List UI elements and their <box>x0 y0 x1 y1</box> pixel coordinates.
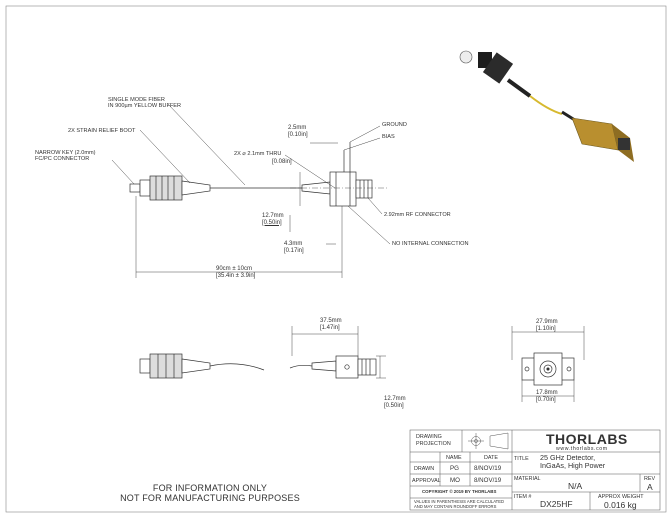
dim-17-8mm: 17.8mm [0.70in] <box>536 390 558 403</box>
dim-90cm: 90cm ± 10cm [35.4in ± 3.9in] <box>216 266 255 279</box>
callout-fiber-line2: IN 900µm YELLOW BUFFER <box>108 103 182 110</box>
dim-90cm-imperial: [35.4in ± 3.9in] <box>216 272 256 279</box>
dim-2-5mm-metric: 2.5mm <box>288 125 307 131</box>
title-block-grid <box>409 429 661 511</box>
dim-2-5mm-imperial: [0.10in] <box>288 131 308 138</box>
dim-90cm-metric: 90cm ± 10cm <box>216 266 252 272</box>
callout-rf-connector: 2.92mm RF CONNECTOR <box>384 212 451 218</box>
dim-12-7mm-top-metric: 12.7mm <box>262 213 284 219</box>
rounding-note-line1: VALUES IN PARENTHESIS ARE CALCULATED <box>414 499 505 504</box>
item-value: DX25HF <box>540 499 573 509</box>
dim-12-7mm-bottom: 12.7mm [0.50in] <box>384 396 406 409</box>
dim-4-3mm: 4.3mm [0.17in] <box>284 241 304 254</box>
disclaimer-line2: NOT FOR MANUFACTURING PURPOSES <box>120 493 300 503</box>
dim-12-7mm-top-imperial: [0.50in] <box>262 219 282 226</box>
dim-12-7mm-top: 12.7mm [0.50in] <box>262 213 284 226</box>
dim-27-9mm-imperial: [1.10in] <box>536 325 556 332</box>
weight-label: APPROX WEIGHT <box>598 494 644 500</box>
approval-label: APPROVAL <box>412 478 441 484</box>
product-render <box>459 50 634 162</box>
callout-thru-holes: 2X ⌀ 2.1mm THRU <box>234 151 282 157</box>
dim-4-3mm-imperial: [0.17in] <box>284 247 304 254</box>
material-value: N/A <box>568 481 583 491</box>
end-view <box>521 352 575 386</box>
approval-date: 8/NOV/19 <box>474 477 502 484</box>
dim-17-8mm-imperial: [0.70in] <box>536 396 556 403</box>
drawn-date: 8/NOV/19 <box>474 465 502 472</box>
callout-narrow-key-line2: FC/PC CONNECTOR <box>35 156 90 163</box>
dim-17-8mm-metric: 17.8mm <box>536 390 558 396</box>
dim-27-9mm-metric: 27.9mm <box>536 319 558 325</box>
approval-name: MO <box>450 477 460 484</box>
rounding-note: VALUES IN PARENTHESIS ARE CALCULATED AND… <box>414 499 504 509</box>
rev-label: REV <box>644 476 656 482</box>
drawing-projection-label: DRAWING PROJECTION <box>416 434 451 448</box>
bottom-view-assembly <box>139 353 377 379</box>
dim-37-5mm-metric: 37.5mm <box>320 318 342 324</box>
header-name: NAME <box>446 455 462 461</box>
drawing-title: 25 GHz Detector, InGaAs, High Power <box>540 454 605 470</box>
drawn-name: PG <box>450 465 459 472</box>
dim-12-7mm-bottom-metric: 12.7mm <box>384 396 406 402</box>
dim-0-08in: [0.08in] <box>272 159 292 165</box>
dim-12-7mm-bottom-imperial: [0.50in] <box>384 402 404 409</box>
callout-fiber-line1: SINGLE MODE FIBER <box>108 97 165 103</box>
rounding-note-line2: AND MAY CONTAIN ROUNDOFF ERRORS <box>414 504 497 509</box>
drawing-projection-line1: DRAWING <box>416 434 442 440</box>
header-date: DATE <box>484 455 498 461</box>
callout-narrow-key: NARROW KEY (2.0mm) FC/PC CONNECTOR <box>35 150 96 163</box>
disclaimer-line1: FOR INFORMATION ONLY <box>152 483 268 493</box>
dim-2-5mm: 2.5mm [0.10in] <box>288 125 308 138</box>
disclaimer: FOR INFORMATION ONLY NOT FOR MANUFACTURI… <box>90 483 330 503</box>
callout-narrow-key-line1: NARROW KEY (2.0mm) <box>35 150 96 156</box>
drawing-title-line1: 25 GHz Detector, <box>540 453 596 462</box>
copyright: COPYRIGHT © 2019 BY THORLABS <box>422 489 497 494</box>
leader-lines <box>111 103 391 278</box>
callout-ground: GROUND <box>382 122 407 128</box>
weight-value: 0.016 kg <box>604 500 637 510</box>
drawing-title-line2: InGaAs, High Power <box>540 461 606 470</box>
drawing-projection-line2: PROJECTION <box>416 441 451 447</box>
item-label: ITEM # <box>514 494 532 500</box>
callout-bias: BIAS <box>382 134 395 140</box>
callout-no-internal: NO INTERNAL CONNECTION <box>392 241 469 247</box>
website: www.thorlabs.com <box>556 446 608 452</box>
dim-37-5mm: 37.5mm [1.47in] <box>320 318 342 331</box>
drawn-label: DRAWN <box>414 466 435 472</box>
dim-37-5mm-imperial: [1.47in] <box>320 324 340 331</box>
dim-4-3mm-metric: 4.3mm <box>284 241 303 247</box>
title-label: TITLE <box>514 456 529 462</box>
thorlabs-logo: THORLABS <box>546 431 628 447</box>
material-label: MATERIAL <box>514 476 541 482</box>
side-view-assembly <box>129 142 388 207</box>
dim-27-9mm: 27.9mm [1.10in] <box>536 319 558 332</box>
callout-strain-relief: 2X STRAIN RELIEF BOOT <box>68 128 136 134</box>
rev-value: A <box>647 482 653 492</box>
callout-fiber: SINGLE MODE FIBER IN 900µm YELLOW BUFFER <box>108 97 181 110</box>
